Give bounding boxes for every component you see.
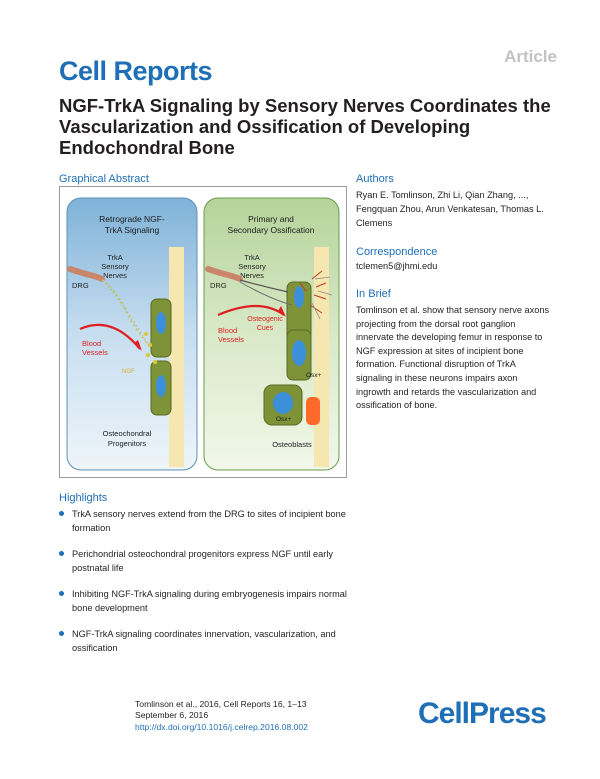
graphical-abstract-figure: Retrograde NGF- TrkA Signaling TrkA Sens…: [59, 186, 347, 478]
left-osteo-2: Progenitors: [108, 439, 147, 448]
left-trka-1: TrkA: [107, 253, 123, 262]
left-ngf-label: NGF: [122, 369, 135, 375]
citation-block: Tomlinson et al., 2016, Cell Reports 16,…: [135, 699, 308, 733]
authors-list: Ryan E. Tomlinson, Zhi Li, Qian Zhang, .…: [356, 190, 544, 228]
right-panel-title-1: Primary and: [248, 214, 294, 224]
correspondence-email[interactable]: tclemen5@jhmi.edu: [356, 261, 438, 271]
right-bone-strip: [314, 247, 329, 467]
cellpress-logo: CellPress: [418, 697, 547, 730]
vessel-sprouts: [299, 270, 327, 314]
highlight-item: NGF-TrkA signaling coordinates innervati…: [59, 627, 349, 655]
left-nerve-path: [101, 279, 147, 343]
left-panel-title-2: TrkA Signaling: [105, 225, 160, 235]
in-brief-heading: In Brief: [356, 288, 391, 300]
bullet-icon: [59, 591, 64, 596]
left-panel-title-1: Retrograde NGF-: [99, 214, 165, 224]
left-bone-strip: [169, 247, 184, 467]
ngf-dot: [152, 359, 158, 365]
authors-heading: Authors: [356, 173, 394, 185]
ngf-dot: [147, 342, 153, 348]
highlight-item: TrkA sensory nerves extend from the DRG …: [59, 507, 349, 535]
journal-name: Cell Reports: [59, 56, 213, 86]
nerve-sprouts: [311, 276, 333, 320]
right-osx-1: Osx+: [306, 372, 322, 379]
bullet-icon: [59, 551, 64, 556]
right-drg-axon: [205, 266, 243, 282]
left-blood-1: Blood: [82, 339, 101, 348]
ngf-dot: [143, 331, 149, 337]
right-nerve-path-2: [239, 281, 293, 306]
right-nerve-path: [239, 279, 289, 293]
right-blood-1: Blood: [218, 326, 237, 335]
left-trka-2: Sensory: [101, 262, 129, 271]
left-vessel-arrowhead: [134, 340, 142, 351]
right-nucleus-2: [292, 340, 306, 366]
citation-date: September 6, 2016: [135, 710, 209, 721]
article-title: NGF-TrkA Signaling by Sensory Nerves Coo…: [59, 95, 551, 158]
left-drg-label: DRG: [72, 281, 89, 290]
highlight-text: TrkA sensory nerves extend from the DRG …: [72, 509, 346, 533]
highlights-heading: Highlights: [59, 492, 108, 504]
left-blood-2: Vessels: [82, 348, 108, 357]
right-nucleus-3: [273, 392, 293, 414]
highlight-item: Perichondrial osteochondral progenitors …: [59, 547, 349, 575]
right-nucleus-1: [294, 286, 304, 308]
left-nucleus-2: [156, 375, 166, 397]
highlight-text: Perichondrial osteochondral progenitors …: [72, 549, 333, 573]
right-cues-2: Cues: [257, 325, 274, 332]
highlight-text: NGF-TrkA signaling coordinates innervati…: [72, 629, 336, 653]
correspondence-heading: Correspondence: [356, 246, 438, 258]
graphical-abstract-svg: Retrograde NGF- TrkA Signaling TrkA Sens…: [66, 197, 340, 471]
right-cues-1: Osteogenic: [247, 316, 283, 323]
highlights-list: TrkA sensory nerves extend from the DRG …: [59, 507, 349, 667]
right-osx-2: Osx+: [276, 416, 292, 423]
in-brief-text: Tomlinson et al. show that sensory nerve…: [356, 305, 550, 411]
right-trka-2: Sensory: [238, 262, 266, 271]
bullet-icon: [59, 511, 64, 516]
highlight-text: Inhibiting NGF-TrkA signaling during emb…: [72, 589, 347, 613]
left-nucleus-1: [156, 312, 166, 334]
article-label: Article: [504, 47, 557, 66]
highlight-item: Inhibiting NGF-TrkA signaling during emb…: [59, 587, 349, 615]
right-drg-label: DRG: [210, 281, 227, 290]
left-osteo-1: Osteochondral: [103, 429, 152, 438]
right-trka-1: TrkA: [244, 253, 260, 262]
right-vessel-arrowhead: [278, 306, 286, 317]
right-panel-title-2: Secondary Ossification: [228, 225, 315, 235]
ngf-dot: [145, 352, 151, 358]
right-panel-bg: [203, 197, 340, 471]
bullet-icon: [59, 631, 64, 636]
graphical-abstract-heading: Graphical Abstract: [59, 173, 149, 185]
right-osteoblasts-label: Osteoblasts: [272, 440, 312, 449]
citation-line: Tomlinson et al., 2016, Cell Reports 16,…: [135, 699, 307, 709]
left-trka-3: Nerves: [103, 271, 127, 280]
osteoblast-marker: [306, 397, 320, 425]
right-trka-3: Nerves: [240, 271, 264, 280]
right-blood-vessel: [217, 305, 285, 317]
doi-link[interactable]: http://dx.doi.org/10.1016/j.celrep.2016.…: [135, 721, 308, 732]
left-drg-axon: [67, 266, 105, 282]
right-blood-2: Vessels: [218, 335, 244, 344]
